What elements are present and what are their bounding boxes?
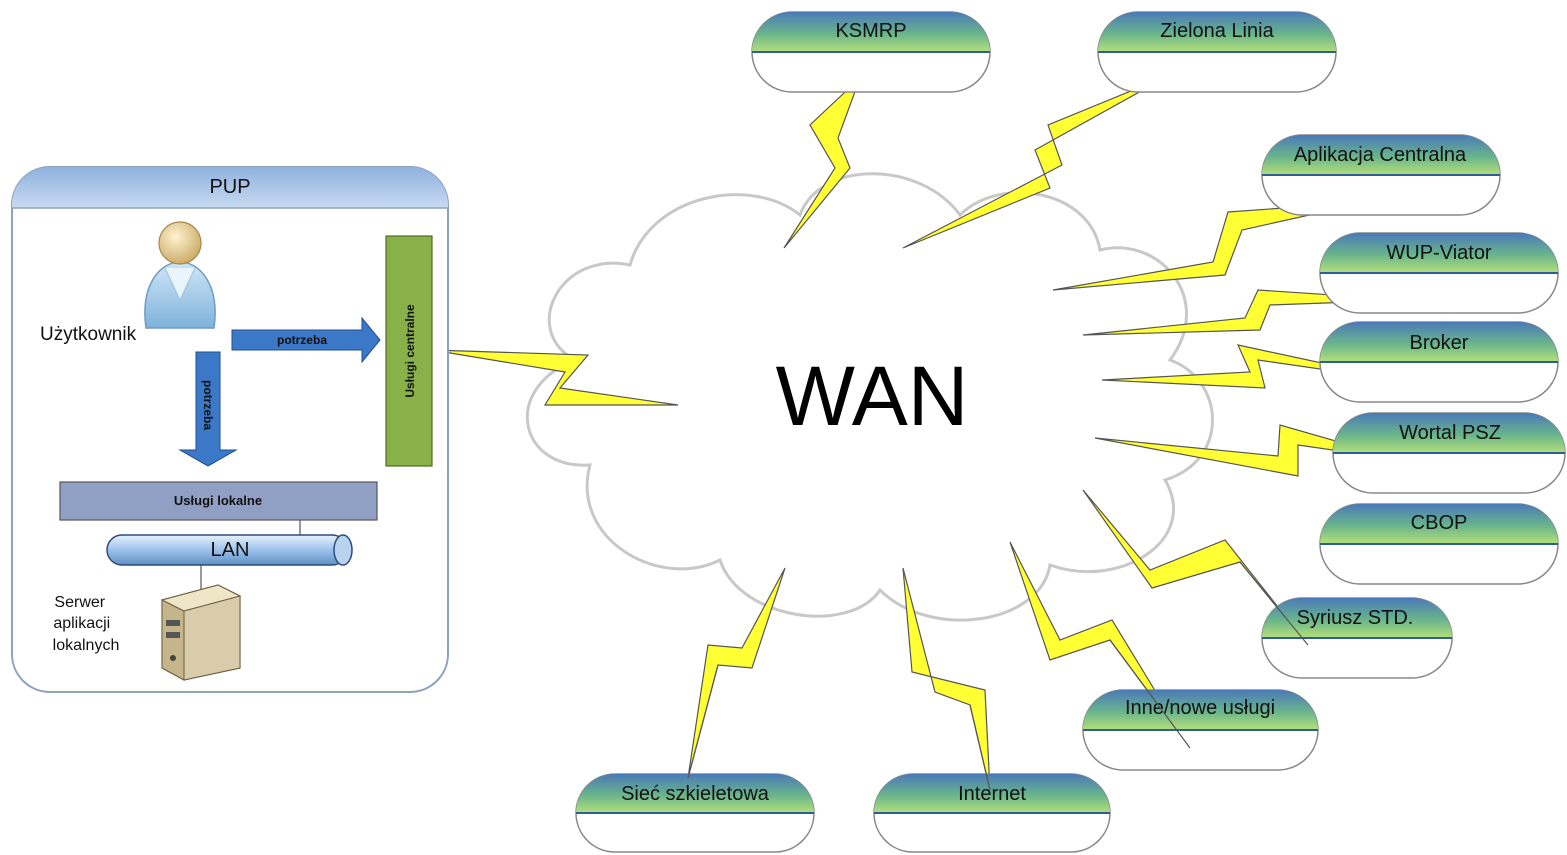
service-internet-label: Internet [958,783,1026,805]
service-wup-viator-label: WUP-Viator [1386,242,1492,264]
service-syriusz-std-label: Syriusz STD. [1297,607,1414,629]
service-internet[interactable]: Internet [873,773,1111,853]
service-broker[interactable]: Broker [1319,321,1559,403]
need-arrow-down: potrzeba [178,351,238,467]
service-aplikacja-centralna-label: Aplikacja Centralna [1294,144,1467,166]
central-services-bar: Usługi centralne [385,235,433,467]
lan-pipe: LAN [106,534,353,566]
service-siec-szkieletowa-label: Sieć szkieletowa [621,783,770,805]
lan-label: LAN [211,539,250,561]
lightning-ksmrp-icon [783,77,861,249]
need-arrow-right-label: potrzeba [277,333,327,347]
local-services-bar: Usługi lokalne [59,481,378,521]
need-arrow-right: potrzeba [231,316,381,364]
service-syriusz-std[interactable]: Syriusz STD. [1261,597,1453,679]
service-wortal-psz[interactable]: Wortal PSZ [1332,412,1566,494]
lightning-wup-icon [1082,289,1409,336]
user-label: Użytkownik [40,324,137,345]
lightning-zielona-linia-icon [902,74,1171,249]
service-siec-szkieletowa[interactable]: Sieć szkieletowa [575,773,815,853]
server-label-line-3: lokalnych [53,637,120,654]
user-icon [144,221,216,329]
central-services-label: Usługi centralne [403,304,417,398]
service-zielona-linia[interactable]: Zielona Linia [1097,11,1337,93]
service-aplikacja-centralna[interactable]: Aplikacja Centralna [1261,134,1501,216]
pup-title: PUP [209,176,250,198]
lightning-aplikacja-icon [1052,201,1369,291]
service-inne-nowe-uslugi-label: Inne/nowe usługi [1125,697,1275,719]
lightning-siec-icon [687,567,786,779]
pup-block: PUP Użytkownik potrzeba potrzeba Usługi … [11,166,449,693]
service-inne-nowe-uslugi[interactable]: Inne/nowe usługi [1082,689,1319,771]
service-ksmrp[interactable]: KSMRP [751,11,991,93]
service-zielona-linia-label: Zielona Linia [1160,20,1274,42]
service-cbop-label: CBOP [1411,512,1468,534]
server-label: Serwer aplikacji lokalnych [53,594,120,654]
lightning-broker-icon [1101,344,1411,389]
service-pills: KSMRP Zielona Linia Aplikacja Centralna … [575,11,1566,853]
need-arrow-down-label: potrzeba [201,380,215,430]
lightning-pup-icon [431,349,679,406]
service-broker-label: Broker [1410,332,1469,354]
lightning-overlay [687,561,1309,791]
server-label-line-1: Serwer [54,594,105,611]
service-wortal-psz-label: Wortal PSZ [1399,422,1501,444]
wan-label: WAN [776,349,969,443]
server-label-line-2: aplikacji [53,615,110,632]
wan-cloud: WAN [525,172,1214,622]
local-services-label: Usługi lokalne [174,493,262,508]
service-ksmrp-label: KSMRP [835,20,906,42]
service-cbop[interactable]: CBOP [1319,503,1559,585]
lightning-group [431,74,1411,791]
service-wup-viator[interactable]: WUP-Viator [1319,232,1559,314]
server-icon [160,584,242,681]
